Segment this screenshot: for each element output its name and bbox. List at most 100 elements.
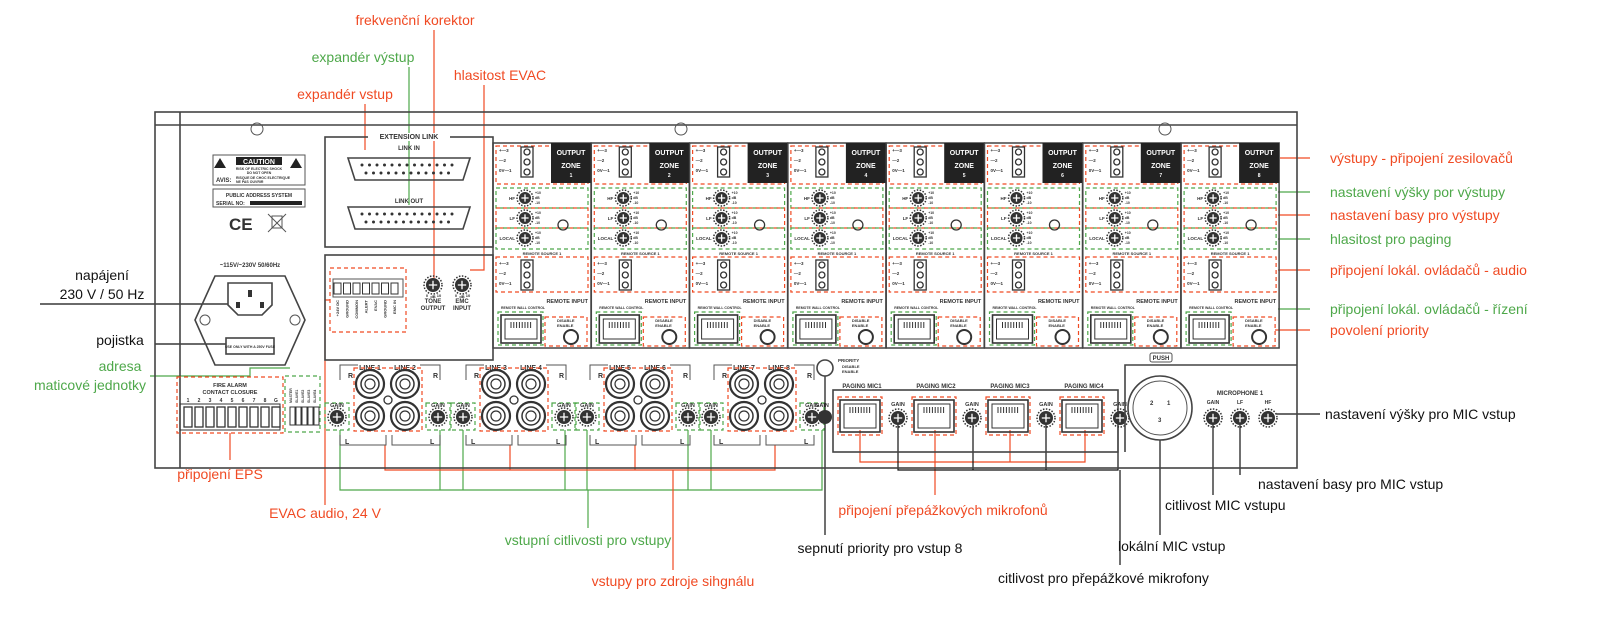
- remote-wall-control-port[interactable]: [795, 314, 837, 344]
- lf-knob[interactable]: [1204, 209, 1222, 227]
- dip-switch[interactable]: [289, 406, 296, 426]
- fire-terminal[interactable]: [271, 406, 281, 428]
- line8-gain-knob[interactable]: [818, 410, 832, 424]
- xlr-mic-input[interactable]: [1127, 375, 1193, 441]
- hf-knob[interactable]: [1007, 189, 1026, 207]
- fire-terminal[interactable]: [183, 406, 193, 428]
- output-terminal[interactable]: [815, 146, 829, 178]
- emc-input-knob[interactable]: [452, 275, 472, 295]
- output-terminal[interactable]: [913, 146, 927, 178]
- local-volume-knob[interactable]: [614, 229, 633, 247]
- lf-knob[interactable]: [909, 209, 927, 227]
- dip-switch[interactable]: [295, 406, 302, 426]
- rca-jack-line4-r[interactable]: [515, 368, 547, 400]
- local-volume-knob[interactable]: [1106, 229, 1124, 247]
- local-volume-knob[interactable]: [909, 229, 927, 247]
- output-terminal[interactable]: [716, 146, 731, 178]
- rca-jack-line1-l[interactable]: [354, 400, 386, 432]
- evac-terminal[interactable]: [352, 282, 361, 295]
- priority-enable-button[interactable]: [1054, 329, 1071, 345]
- remote-wall-control-port[interactable]: [696, 314, 739, 344]
- evac-terminal[interactable]: [371, 282, 380, 295]
- remote-source-terminal[interactable]: [1110, 259, 1124, 291]
- hf-knob[interactable]: [1106, 189, 1124, 207]
- rca-jack-line1-r[interactable]: [354, 368, 386, 400]
- remote-source-terminal[interactable]: [716, 259, 731, 291]
- hf-knob[interactable]: [712, 189, 731, 207]
- remote-source-terminal[interactable]: [520, 259, 534, 291]
- paging-mic-3-port[interactable]: [987, 399, 1029, 433]
- remote-source-terminal[interactable]: [1208, 259, 1222, 291]
- priority-enable-button[interactable]: [563, 329, 579, 345]
- output-terminal[interactable]: [618, 146, 632, 178]
- rca-jack-line7-l[interactable]: [728, 400, 760, 432]
- evac-terminal[interactable]: [381, 282, 389, 295]
- rca-jack-line8-r[interactable]: [763, 368, 795, 400]
- mic-hf-knob[interactable]: [1258, 408, 1278, 428]
- rca-jack-line8-l[interactable]: [763, 400, 795, 432]
- line-gain-knob[interactable]: [428, 407, 448, 427]
- fire-terminal[interactable]: [205, 406, 215, 428]
- lf-knob[interactable]: [1007, 209, 1026, 227]
- line-gain-knob[interactable]: [802, 407, 822, 427]
- priority-enable-button[interactable]: [956, 329, 973, 345]
- remote-wall-control-port[interactable]: [991, 314, 1034, 344]
- hf-knob[interactable]: [811, 189, 829, 207]
- priority-enable-button[interactable]: [1251, 329, 1268, 345]
- paging-mic-2-port[interactable]: [913, 399, 955, 433]
- remote-source-terminal[interactable]: [913, 259, 927, 291]
- hf-knob[interactable]: [909, 189, 927, 207]
- remote-wall-control-port[interactable]: [598, 314, 641, 344]
- rca-jack-line2-r[interactable]: [389, 368, 421, 400]
- local-volume-knob[interactable]: [1204, 229, 1222, 247]
- paging-gain-knob[interactable]: [888, 408, 908, 428]
- dip-switch[interactable]: [301, 406, 308, 426]
- line-gain-knob[interactable]: [554, 407, 574, 427]
- remote-wall-control-port[interactable]: [1090, 314, 1132, 344]
- fire-terminal[interactable]: [216, 406, 226, 428]
- line-gain-knob[interactable]: [701, 407, 721, 427]
- remote-source-terminal[interactable]: [1011, 259, 1026, 291]
- remote-source-terminal[interactable]: [618, 259, 632, 291]
- evac-terminal[interactable]: [333, 282, 342, 295]
- priority-enable-button[interactable]: [759, 329, 776, 345]
- fire-terminal[interactable]: [249, 406, 259, 428]
- dip-switch[interactable]: [307, 406, 314, 426]
- fire-terminal[interactable]: [227, 406, 237, 428]
- line-gain-knob[interactable]: [453, 407, 473, 427]
- lf-knob[interactable]: [614, 209, 633, 227]
- mic-gain-knob[interactable]: [1203, 408, 1223, 428]
- line-gain-knob[interactable]: [327, 407, 347, 427]
- local-volume-knob[interactable]: [712, 229, 731, 247]
- remote-wall-control-port[interactable]: [500, 314, 542, 344]
- lf-knob[interactable]: [1106, 209, 1124, 227]
- dip-switch[interactable]: [313, 406, 320, 426]
- priority-enable-button[interactable]: [1152, 329, 1169, 345]
- paging-gain-knob[interactable]: [1110, 408, 1130, 428]
- lf-knob[interactable]: [516, 209, 534, 227]
- priority-switch[interactable]: PRIORITY DISABLE ENABLE: [816, 358, 860, 377]
- lf-knob[interactable]: [712, 209, 731, 227]
- rca-jack-line2-l[interactable]: [389, 400, 421, 432]
- paging-gain-knob[interactable]: [962, 408, 982, 428]
- priority-enable-button[interactable]: [661, 329, 678, 345]
- hf-knob[interactable]: [614, 189, 633, 207]
- rca-jack-line3-l[interactable]: [480, 400, 512, 432]
- paging-gain-knob[interactable]: [1036, 408, 1056, 428]
- rca-jack-line5-r[interactable]: [604, 368, 636, 400]
- rca-jack-line6-r[interactable]: [639, 368, 671, 400]
- rca-jack-line3-r[interactable]: [480, 368, 512, 400]
- local-volume-knob[interactable]: [516, 229, 534, 247]
- output-terminal[interactable]: [1208, 146, 1222, 178]
- output-terminal[interactable]: [520, 146, 534, 178]
- paging-mic-1-port[interactable]: [839, 399, 881, 433]
- fire-terminal[interactable]: [194, 406, 204, 428]
- evac-terminal[interactable]: [343, 282, 351, 295]
- rca-jack-line7-r[interactable]: [728, 368, 760, 400]
- mic-lf-knob[interactable]: [1230, 408, 1250, 428]
- lf-knob[interactable]: [811, 209, 829, 227]
- rca-jack-line6-l[interactable]: [639, 400, 671, 432]
- rca-jack-line4-l[interactable]: [515, 400, 547, 432]
- paging-mic-4-port[interactable]: [1061, 399, 1103, 433]
- local-volume-knob[interactable]: [1007, 229, 1026, 247]
